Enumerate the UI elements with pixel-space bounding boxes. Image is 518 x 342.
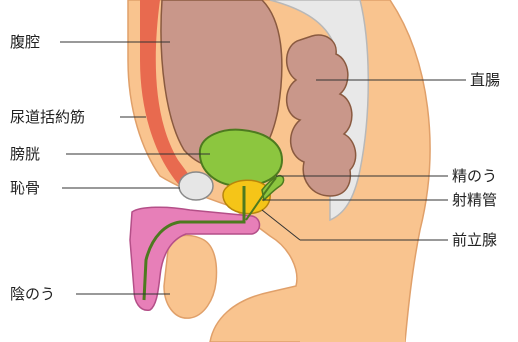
scrotum-shape — [164, 235, 217, 318]
label-ejaculatory-duct: 射精管 — [452, 191, 497, 209]
label-bladder: 膀胱 — [10, 145, 40, 163]
pubic-bone-shape — [179, 172, 213, 200]
label-scrotum: 陰のう — [10, 285, 55, 303]
label-pubic-bone: 恥骨 — [10, 179, 40, 197]
label-seminal-vesicle: 精のう — [452, 167, 497, 185]
bladder-shape — [200, 130, 282, 186]
label-abdominal-cavity: 腹腔 — [10, 33, 40, 51]
label-urethral-sphincter: 尿道括約筋 — [10, 108, 85, 126]
label-prostate: 前立腺 — [452, 231, 497, 249]
label-rectum: 直腸 — [470, 71, 500, 89]
